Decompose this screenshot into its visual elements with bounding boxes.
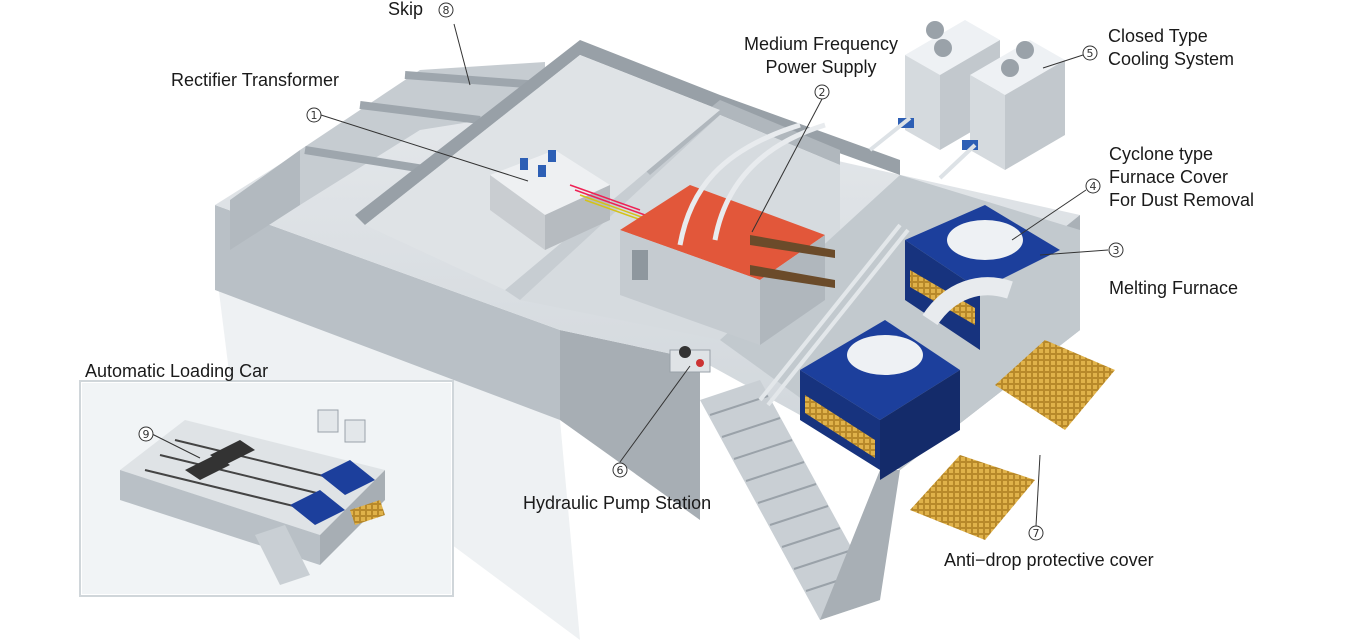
melting-furnaces — [800, 205, 1060, 480]
label-mf-power-supply-line2: Power Supply — [765, 57, 877, 77]
callout-2: 2 — [814, 84, 830, 100]
callout-5-text: 5 — [1087, 47, 1094, 60]
loading-car-inset — [79, 380, 454, 597]
callout-9-text: 9 — [143, 428, 150, 441]
label-skip: Skip — [388, 0, 424, 19]
callout-7: 7 — [1028, 525, 1044, 541]
callout-1: 1 — [306, 107, 322, 123]
power-supply-cabinet — [620, 122, 835, 345]
callout-8-text: 8 — [443, 4, 450, 17]
label-cyclone-line2: Furnace Cover — [1109, 167, 1229, 187]
cooling-towers — [868, 20, 1065, 180]
label-cooling-system: Closed Type Cooling System — [1108, 25, 1234, 71]
callout-2-text: 2 — [819, 86, 826, 99]
anti-drop-covers — [910, 340, 1115, 540]
label-melting-furnace: Melting Furnace — [1109, 278, 1239, 298]
label-mf-power-supply: Medium Frequency Power Supply — [730, 33, 912, 79]
callout-3: 3 — [1108, 242, 1124, 258]
label-cooling-line2: Cooling System — [1108, 49, 1235, 69]
label-cyclone-line3: For Dust Removal — [1109, 190, 1255, 210]
callout-4-text: 4 — [1090, 180, 1097, 193]
callout-6-text: 6 — [617, 464, 624, 477]
label-cyclone-cover: Cyclone type Furnace Cover For Dust Remo… — [1109, 143, 1254, 212]
rectifier-transformer — [490, 150, 656, 250]
callout-1-text: 1 — [311, 109, 318, 122]
callout-9: 9 — [138, 426, 154, 442]
callout-8: 8 — [438, 2, 454, 18]
callout-7-text: 7 — [1033, 527, 1040, 540]
label-mf-power-supply-line1: Medium Frequency — [743, 34, 899, 54]
callout-5: 5 — [1082, 45, 1098, 61]
callout-6: 6 — [612, 462, 628, 478]
callout-3-text: 3 — [1113, 244, 1120, 257]
label-cooling-line1: Closed Type — [1108, 26, 1208, 46]
label-hydraulic-pump: Hydraulic Pump Station — [523, 493, 712, 513]
hydraulic-pump — [669, 346, 711, 373]
callout-markers: 1 2 3 4 5 6 7 8 — [138, 2, 1124, 541]
callout-4: 4 — [1085, 178, 1101, 194]
leader-lines — [151, 23, 1109, 527]
label-rectifier-transformer: Rectifier Transformer — [171, 70, 340, 90]
label-anti-drop-cover: Anti−drop protective cover — [944, 550, 1154, 570]
label-loading-car: Automatic Loading Car — [85, 361, 269, 381]
label-cyclone-line1: Cyclone type — [1109, 144, 1214, 164]
stairs — [700, 380, 900, 620]
pipes — [758, 223, 910, 407]
